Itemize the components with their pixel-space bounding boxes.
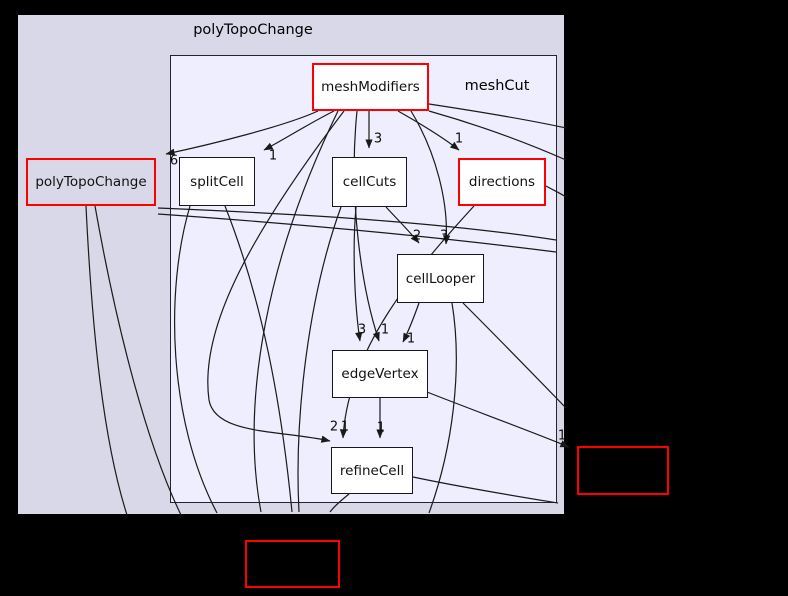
edge-label-external-right[interactable]: 1 — [557, 428, 567, 444]
cluster-meshCut — [170, 55, 557, 503]
edge-label-edgeVertex-right[interactable]: 1 — [406, 331, 416, 347]
edge-label-refineCell-mid[interactable]: 1 — [376, 420, 386, 436]
node-directions[interactable]: directions — [458, 158, 546, 206]
cluster-polyTopoChange-title: polyTopoChange — [193, 22, 313, 38]
node-polyTopoChange[interactable]: polyTopoChange — [26, 158, 156, 206]
node-external-bottom[interactable] — [245, 540, 340, 588]
edge-label-refineCell-left-a[interactable]: 2 — [329, 419, 339, 435]
edge-label-cellCuts[interactable]: 3 — [373, 131, 383, 147]
node-edgeVertex[interactable]: edgeVertex — [332, 350, 428, 398]
edge-label-refineCell-left-b[interactable]: 1 — [340, 419, 350, 435]
edge-label-directions[interactable]: 1 — [454, 131, 464, 147]
node-splitCell[interactable]: splitCell — [179, 157, 255, 206]
edge-label-cellLooper-right[interactable]: 3 — [439, 228, 449, 244]
edge-label-polyTopoChange[interactable]: 6 — [169, 153, 179, 169]
node-cellCuts[interactable]: cellCuts — [332, 157, 407, 207]
node-refineCell[interactable]: refineCell — [331, 447, 413, 494]
edge-label-splitCell[interactable]: 1 — [268, 148, 278, 164]
node-meshModifiers[interactable]: meshModifiers — [312, 63, 429, 111]
cluster-meshCut-title: meshCut — [464, 78, 530, 94]
node-cellLooper[interactable]: cellLooper — [397, 254, 484, 303]
edge-label-cellLooper-left[interactable]: 2 — [412, 228, 422, 244]
edge-label-edgeVertex-mid[interactable]: 1 — [380, 322, 390, 338]
node-external-right[interactable] — [577, 446, 669, 495]
edge-label-edgeVertex-left[interactable]: 3 — [357, 322, 367, 338]
